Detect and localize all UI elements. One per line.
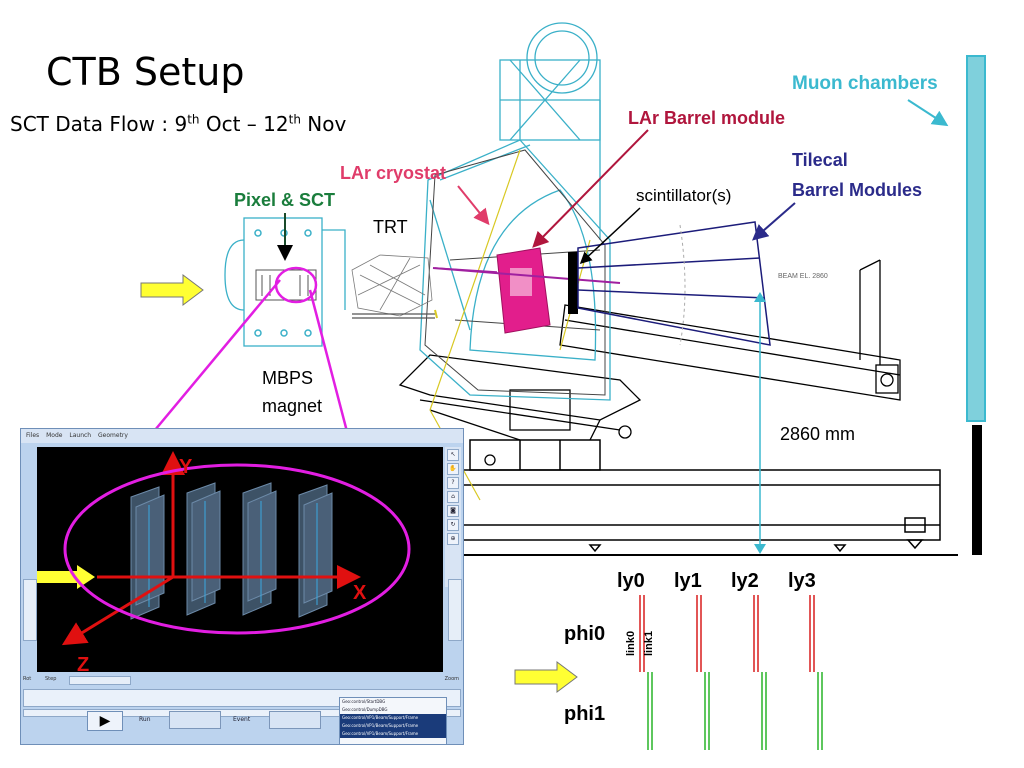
label-phi1: phi1: [564, 703, 606, 725]
menu-item-mode[interactable]: Mode: [46, 432, 63, 439]
ctrl-rot-label: Rot: [23, 676, 32, 682]
label-beam-elevation: BEAM EL. 2860: [778, 273, 828, 280]
pointer-icon[interactable]: ↖: [447, 449, 459, 461]
axis-label-z: Z: [77, 654, 89, 672]
run-input[interactable]: [169, 711, 221, 729]
event-display-window: Files Mode Launch Geometry: [20, 428, 464, 745]
question-icon[interactable]: ?: [447, 477, 459, 489]
support-platform: [398, 354, 642, 466]
list-item[interactable]: Geo:control/StartDBG: [342, 699, 386, 704]
list-item[interactable]: Geo:control/VP1/Beam/Support/Frame: [340, 714, 446, 722]
label-trt: TRT: [373, 217, 408, 237]
zoom-ellipse-small: [274, 266, 318, 304]
label-link1: link1: [643, 630, 655, 656]
beam-arrow-bottom: [514, 661, 578, 693]
subtitle-part: Nov: [300, 112, 347, 136]
zoom-ellipse-large: [63, 463, 411, 635]
rotate-icon[interactable]: ↻: [447, 519, 459, 531]
ctrl-step-label: Step: [45, 676, 57, 682]
tilecal-support-beam: [559, 259, 901, 401]
page-title: CTB Setup: [46, 50, 245, 94]
subtitle-sup: th: [187, 112, 200, 127]
label-ly1: ly1: [674, 570, 702, 592]
rotation-slider-right[interactable]: [448, 579, 462, 641]
label-ly3: ly3: [788, 570, 816, 592]
label-distance: 2860 mm: [780, 424, 856, 444]
label-tilecal-barrel-modules: Barrel Modules: [792, 180, 923, 200]
mbps-magnet: [224, 217, 346, 347]
muon-chambers-bar: [966, 55, 986, 422]
label-lar-barrel-module: LAr Barrel module: [628, 108, 786, 128]
horizontal-rotation-slider[interactable]: [69, 676, 131, 685]
beam-arrow-event: [37, 565, 95, 589]
geometry-file-list: Geo:control/StartDBG Geo:control/DumpDBG…: [339, 697, 447, 745]
tilecal-dash-arc: [679, 224, 686, 346]
horizontal-scrollbar[interactable]: [23, 709, 461, 717]
tilecal-arrow: [751, 202, 796, 241]
zoom-icon[interactable]: ⊕: [447, 533, 459, 545]
label-magnet: magnet: [262, 396, 323, 416]
event-display-canvas[interactable]: Y X Z: [37, 447, 443, 676]
hand-icon[interactable]: ✋: [447, 463, 459, 475]
axis-label-x: X: [353, 582, 367, 604]
event-display-menubar: Files Mode Launch Geometry: [21, 429, 463, 443]
event-label: Event: [233, 716, 251, 723]
label-link0: link0: [625, 630, 637, 656]
run-label: Run: [139, 716, 151, 723]
scintillator: [568, 252, 578, 314]
muon-arrow: [907, 99, 949, 127]
page-subtitle: SCT Data Flow : 9th Oct – 12th Nov: [10, 112, 346, 136]
cryostat-arrow: [457, 185, 490, 226]
menu-item-files[interactable]: Files: [26, 432, 40, 439]
menu-item-geometry[interactable]: Geometry: [98, 432, 128, 439]
view-control-row: Rot Step Zoom: [23, 675, 461, 685]
label-ly0: ly0: [617, 570, 645, 592]
camera-icon[interactable]: ◙: [447, 505, 459, 517]
tilecal-modules: [577, 221, 771, 346]
scintillator-arrow: [579, 207, 641, 265]
lar-cryostat-drawing: [419, 22, 611, 401]
label-tilecal: Tilecal: [792, 150, 848, 170]
subtitle-part: SCT Data Flow : 9: [10, 112, 188, 136]
link-lines-red: [639, 595, 815, 672]
beam-arrow-top: [140, 274, 204, 306]
sct-module-planes: [130, 482, 333, 620]
label-ly2: ly2: [731, 570, 759, 592]
sct-detector: [255, 269, 317, 301]
ctrl-zoom-label: Zoom: [444, 676, 459, 682]
list-item[interactable]: Geo:control/VP1/Beam/Support/Frame: [340, 722, 446, 730]
lar-barrel-arrow: [532, 129, 649, 248]
label-pixel-sct: Pixel & SCT: [234, 190, 336, 210]
link-lines-green: [647, 672, 823, 750]
list-item[interactable]: Geo:control/DumpDBG: [342, 707, 388, 712]
home-icon[interactable]: ⌂: [447, 491, 459, 503]
trt-detector: [351, 254, 435, 319]
menu-item-launch[interactable]: Launch: [69, 432, 92, 439]
lar-barrel-window: [510, 268, 532, 296]
play-button[interactable]: ▶: [87, 711, 123, 731]
list-item[interactable]: Geo:control/VP1/Beam/Support/Frame: [340, 730, 446, 738]
event-input[interactable]: [269, 711, 321, 729]
sct-modules-3d-view: Y X Z: [37, 451, 411, 676]
label-lar-cryostat: LAr cryostat: [340, 163, 447, 183]
label-scintillators: scintillator(s): [636, 186, 732, 205]
axis-label-y: Y: [179, 456, 193, 478]
subtitle-sup: th: [288, 112, 301, 127]
label-mbps: MBPS: [262, 368, 314, 388]
muon-support-bar: [972, 425, 982, 555]
label-phi0: phi0: [564, 623, 606, 645]
event-display-toolbar: ↖ ✋ ? ⌂ ◙ ↻ ⊕: [445, 447, 461, 587]
subtitle-part: Oct – 12: [199, 112, 289, 136]
rotation-slider-left[interactable]: [23, 579, 37, 641]
label-muon-chambers: Muon chambers: [792, 73, 938, 94]
